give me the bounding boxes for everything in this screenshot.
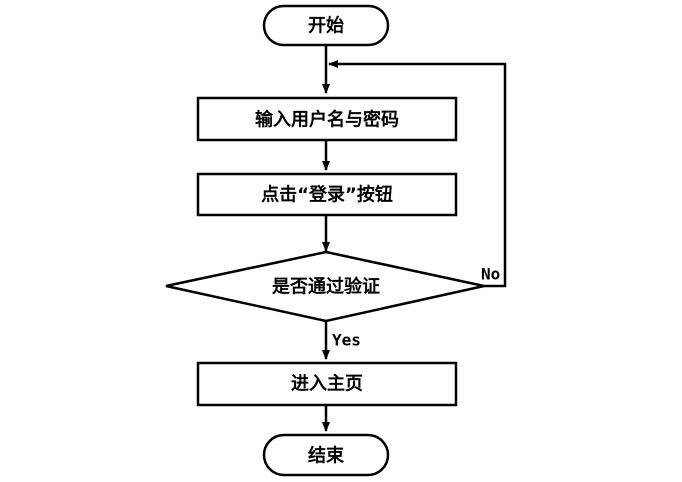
edge-decision-no-loop (328, 60, 507, 288)
start-label: 开始 (308, 15, 344, 37)
click-login-box (196, 172, 458, 217)
enter-home-box (196, 361, 458, 407)
edge-label-yes: Yes (332, 331, 361, 350)
enter-home-label: 进入主页 (291, 373, 363, 395)
verify-decision-diamond (165, 250, 485, 323)
verify-decision-label: 是否通过验证 (271, 276, 380, 298)
end-label: 结束 (308, 445, 345, 467)
click-login-label: 点击“登录”按钮 (261, 184, 393, 206)
end-terminator (262, 433, 390, 477)
edge-label-no: No (481, 265, 500, 284)
input-credentials-label: 输入用户名与密码 (255, 109, 399, 131)
input-credentials-box (196, 96, 458, 142)
start-terminator (262, 4, 390, 47)
